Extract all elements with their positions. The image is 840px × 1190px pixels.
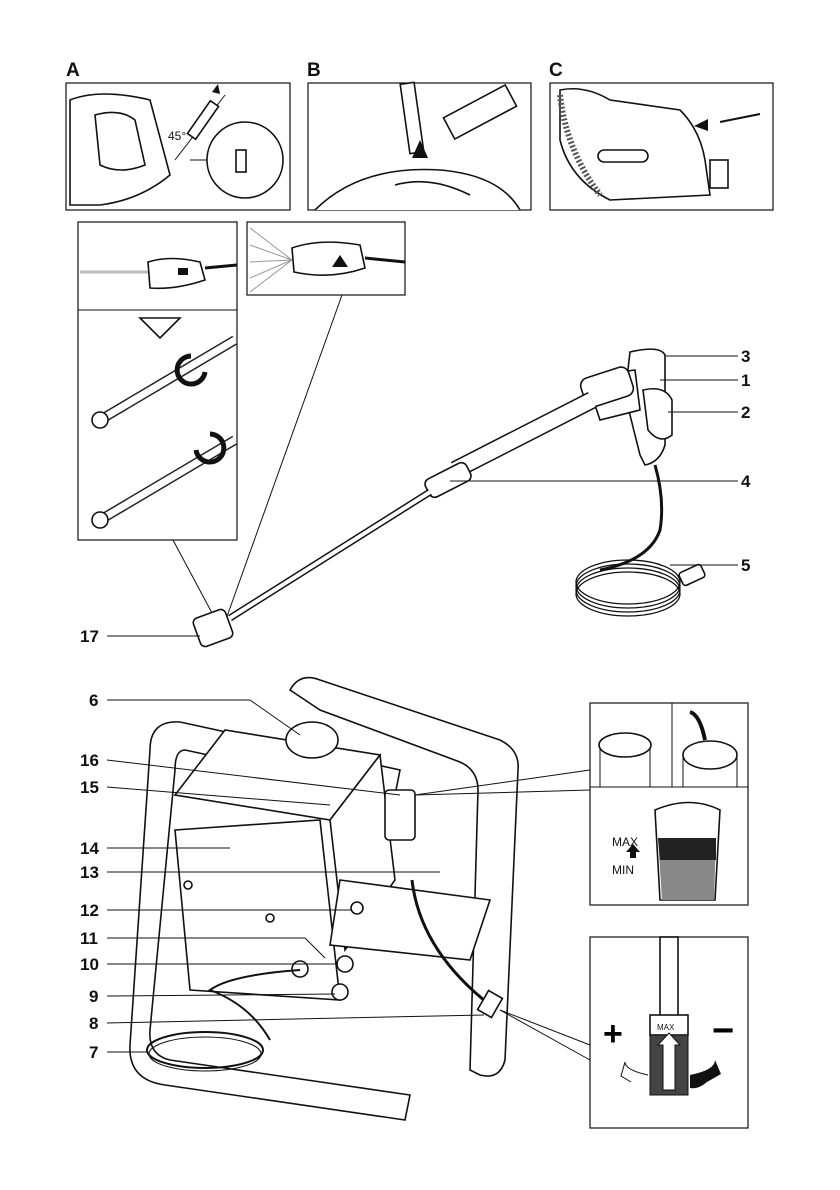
callout-3: 3 — [741, 347, 750, 366]
callout-8: 8 — [89, 1014, 98, 1033]
spray-gun-assembly — [192, 348, 706, 648]
callout-11: 11 — [80, 929, 98, 948]
callout-7: 7 — [89, 1043, 98, 1062]
oil-max-label: MAX — [612, 835, 638, 849]
callouts-right: 3 1 2 4 5 — [450, 347, 751, 575]
detail-nozzle-adjust — [77, 221, 238, 541]
callouts-left: 17 6 16 15 14 13 12 11 10 9 8 7 — [80, 627, 485, 1062]
panel-c-gun-connection — [549, 82, 774, 211]
callout-10: 10 — [80, 955, 99, 974]
panel-label-c: C — [549, 60, 563, 81]
callout-2: 2 — [741, 403, 750, 422]
callout-4: 4 — [741, 472, 751, 491]
detail-oil-reservoir: MAX MIN — [589, 702, 749, 906]
callout-9: 9 — [89, 987, 98, 1006]
angle-label: 45° — [168, 129, 186, 143]
pressure-washer-unit — [129, 676, 519, 1121]
detail-spray-pattern — [246, 221, 406, 296]
panel-label-b: B — [307, 60, 321, 81]
decrease-pressure-label: − — [712, 1010, 734, 1052]
nozzle-max-label: MAX — [657, 1023, 675, 1032]
increase-pressure-label: + — [603, 1015, 623, 1053]
panel-b-oil-nozzle — [307, 81, 532, 211]
detail-pressure-adjust: MAX + − — [589, 936, 749, 1129]
callout-15: 15 — [80, 778, 99, 797]
callout-16: 16 — [80, 751, 99, 770]
panel-a-trigger-lock: 45° — [65, 82, 291, 211]
callout-5: 5 — [741, 556, 750, 575]
oil-min-label: MIN — [612, 863, 634, 877]
callout-14: 14 — [80, 839, 99, 858]
callout-12: 12 — [80, 901, 99, 920]
callout-1: 1 — [741, 371, 750, 390]
callout-6: 6 — [89, 691, 98, 710]
panel-label-a: A — [66, 60, 80, 81]
callout-17: 17 — [80, 627, 99, 646]
callout-13: 13 — [80, 863, 99, 882]
